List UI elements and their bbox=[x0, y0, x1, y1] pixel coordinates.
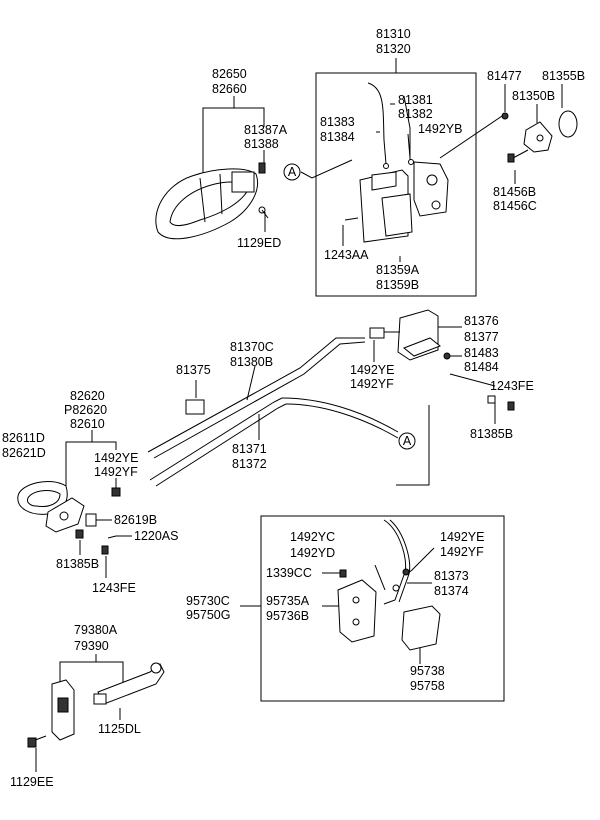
shim-plate-81355B bbox=[558, 110, 578, 138]
part-label-1129ED: 1129ED bbox=[237, 236, 281, 250]
connector-marker-a-circle bbox=[283, 163, 301, 181]
part-label-81385B-lower: 81385B bbox=[56, 557, 99, 571]
part-label-79390: 79390 bbox=[74, 639, 109, 653]
part-label-81483: 81483 bbox=[464, 346, 499, 360]
connector-marker-a-bottom: A bbox=[403, 434, 412, 448]
inside-door-handle bbox=[45, 497, 85, 533]
part-label-82619B: 82619B bbox=[114, 513, 157, 527]
part-label-81380B: 81380B bbox=[230, 355, 273, 369]
part-label-81375: 81375 bbox=[176, 363, 211, 377]
lock-actuator-81376 bbox=[369, 309, 451, 361]
actuator-bolt-81385B bbox=[487, 395, 515, 411]
part-label-81320: 81320 bbox=[376, 42, 411, 56]
part-label-1129EE: 1129EE bbox=[10, 775, 54, 789]
actuator-cover-95738 bbox=[401, 605, 441, 651]
part-label-81387A: 81387A bbox=[244, 123, 288, 137]
latch-screw-81477 bbox=[439, 112, 509, 159]
part-label-81382: 81382 bbox=[398, 107, 433, 121]
part-label-1492YF-mid: 1492YF bbox=[94, 465, 138, 479]
part-label-81374: 81374 bbox=[434, 584, 469, 598]
actuator-assembly-frame bbox=[260, 515, 505, 702]
actuator-95735A bbox=[337, 569, 377, 643]
part-label-1243AA: 1243AA bbox=[324, 248, 369, 262]
actuator-rod-81373 bbox=[383, 519, 411, 605]
inside-door-handle-bezel bbox=[17, 481, 68, 515]
door-checker-bracket bbox=[51, 679, 75, 741]
part-label-95736B: 95736B bbox=[266, 609, 309, 623]
part-label-81371: 81371 bbox=[232, 442, 267, 456]
leader-lines bbox=[35, 58, 563, 772]
part-label-81388: 81388 bbox=[244, 137, 279, 151]
part-label-1492YE-lower: 1492YE bbox=[440, 530, 484, 544]
part-label-1243FE-lower: 1243FE bbox=[92, 581, 136, 595]
part-label-81383: 81383 bbox=[320, 115, 355, 129]
part-label-81377: 81377 bbox=[464, 330, 499, 344]
part-label-95735A: 95735A bbox=[266, 594, 310, 608]
part-label-82650: 82650 bbox=[212, 67, 247, 81]
part-label-81477: 81477 bbox=[487, 69, 522, 83]
door-checker-bolt-1129EE bbox=[27, 735, 47, 748]
part-label-1492YD: 1492YD bbox=[290, 546, 335, 560]
part-label-81456C: 81456C bbox=[493, 199, 537, 213]
part-label-1492YE-mid: 1492YE bbox=[94, 451, 138, 465]
part-label-81376: 81376 bbox=[464, 314, 499, 328]
part-label-81350B: 81350B bbox=[512, 89, 555, 103]
part-label-79380A: 79380A bbox=[74, 623, 118, 637]
part-label-81359B: 81359B bbox=[376, 278, 419, 292]
part-label-81310: 81310 bbox=[376, 27, 411, 41]
part-label-81372: 81372 bbox=[232, 457, 267, 471]
striker-81350B bbox=[523, 121, 553, 153]
part-label-1243FE-upper: 1243FE bbox=[490, 379, 534, 393]
part-label-95750G: 95750G bbox=[186, 608, 230, 622]
handle-clip-82619B bbox=[85, 513, 97, 527]
part-label-82611D: 82611D bbox=[2, 431, 45, 445]
part-label-81381: 81381 bbox=[398, 93, 433, 107]
outside-door-handle bbox=[155, 168, 258, 240]
part-label-1125DL: 1125DL bbox=[98, 722, 141, 736]
part-label-81385B-upper: 81385B bbox=[470, 427, 513, 441]
connector-marker-a-top: A bbox=[288, 165, 297, 179]
part-label-1492YE-upper: 1492YE bbox=[350, 363, 394, 377]
part-label-1492YB: 1492YB bbox=[418, 122, 462, 136]
cable-clip-81375 bbox=[185, 399, 205, 415]
part-label-1220AS: 1220AS bbox=[134, 529, 178, 543]
part-label-95738: 95738 bbox=[410, 664, 445, 678]
lock-rods-81370C bbox=[147, 337, 399, 487]
part-label-81384: 81384 bbox=[320, 130, 355, 144]
part-label-95730C: 95730C bbox=[186, 594, 230, 608]
part-label-1492YF-lower: 1492YF bbox=[440, 545, 484, 559]
part-label-81359A: 81359A bbox=[376, 263, 420, 277]
part-label-81373: 81373 bbox=[434, 569, 469, 583]
part-label-82620: 82620 bbox=[70, 389, 105, 403]
part-label-95758: 95758 bbox=[410, 679, 445, 693]
part-label-81355B: 81355B bbox=[542, 69, 585, 83]
inside-handle-fasteners bbox=[75, 487, 121, 555]
part-label-1492YF-upper: 1492YF bbox=[350, 377, 394, 391]
part-label-81456B: 81456B bbox=[493, 185, 536, 199]
part-label-82621D: 82621D bbox=[2, 446, 46, 460]
striker-bolt-81456 bbox=[507, 149, 529, 163]
part-label-82660: 82660 bbox=[212, 82, 247, 96]
part-label-82610: 82610 bbox=[70, 417, 105, 431]
door-latch-body bbox=[344, 161, 449, 243]
part-label-81484: 81484 bbox=[464, 360, 499, 374]
part-label-P82620: P82620 bbox=[64, 403, 107, 417]
latch-rods bbox=[367, 82, 414, 169]
part-label-81370C: 81370C bbox=[230, 340, 274, 354]
part-label-1492YC: 1492YC bbox=[290, 530, 335, 544]
connector-marker-a2-circle bbox=[398, 432, 416, 450]
door-checker-arm bbox=[93, 662, 165, 705]
handle-screw bbox=[258, 206, 269, 219]
part-label-1339CC: 1339CC bbox=[266, 566, 312, 580]
handle-spring-clip bbox=[258, 162, 266, 174]
